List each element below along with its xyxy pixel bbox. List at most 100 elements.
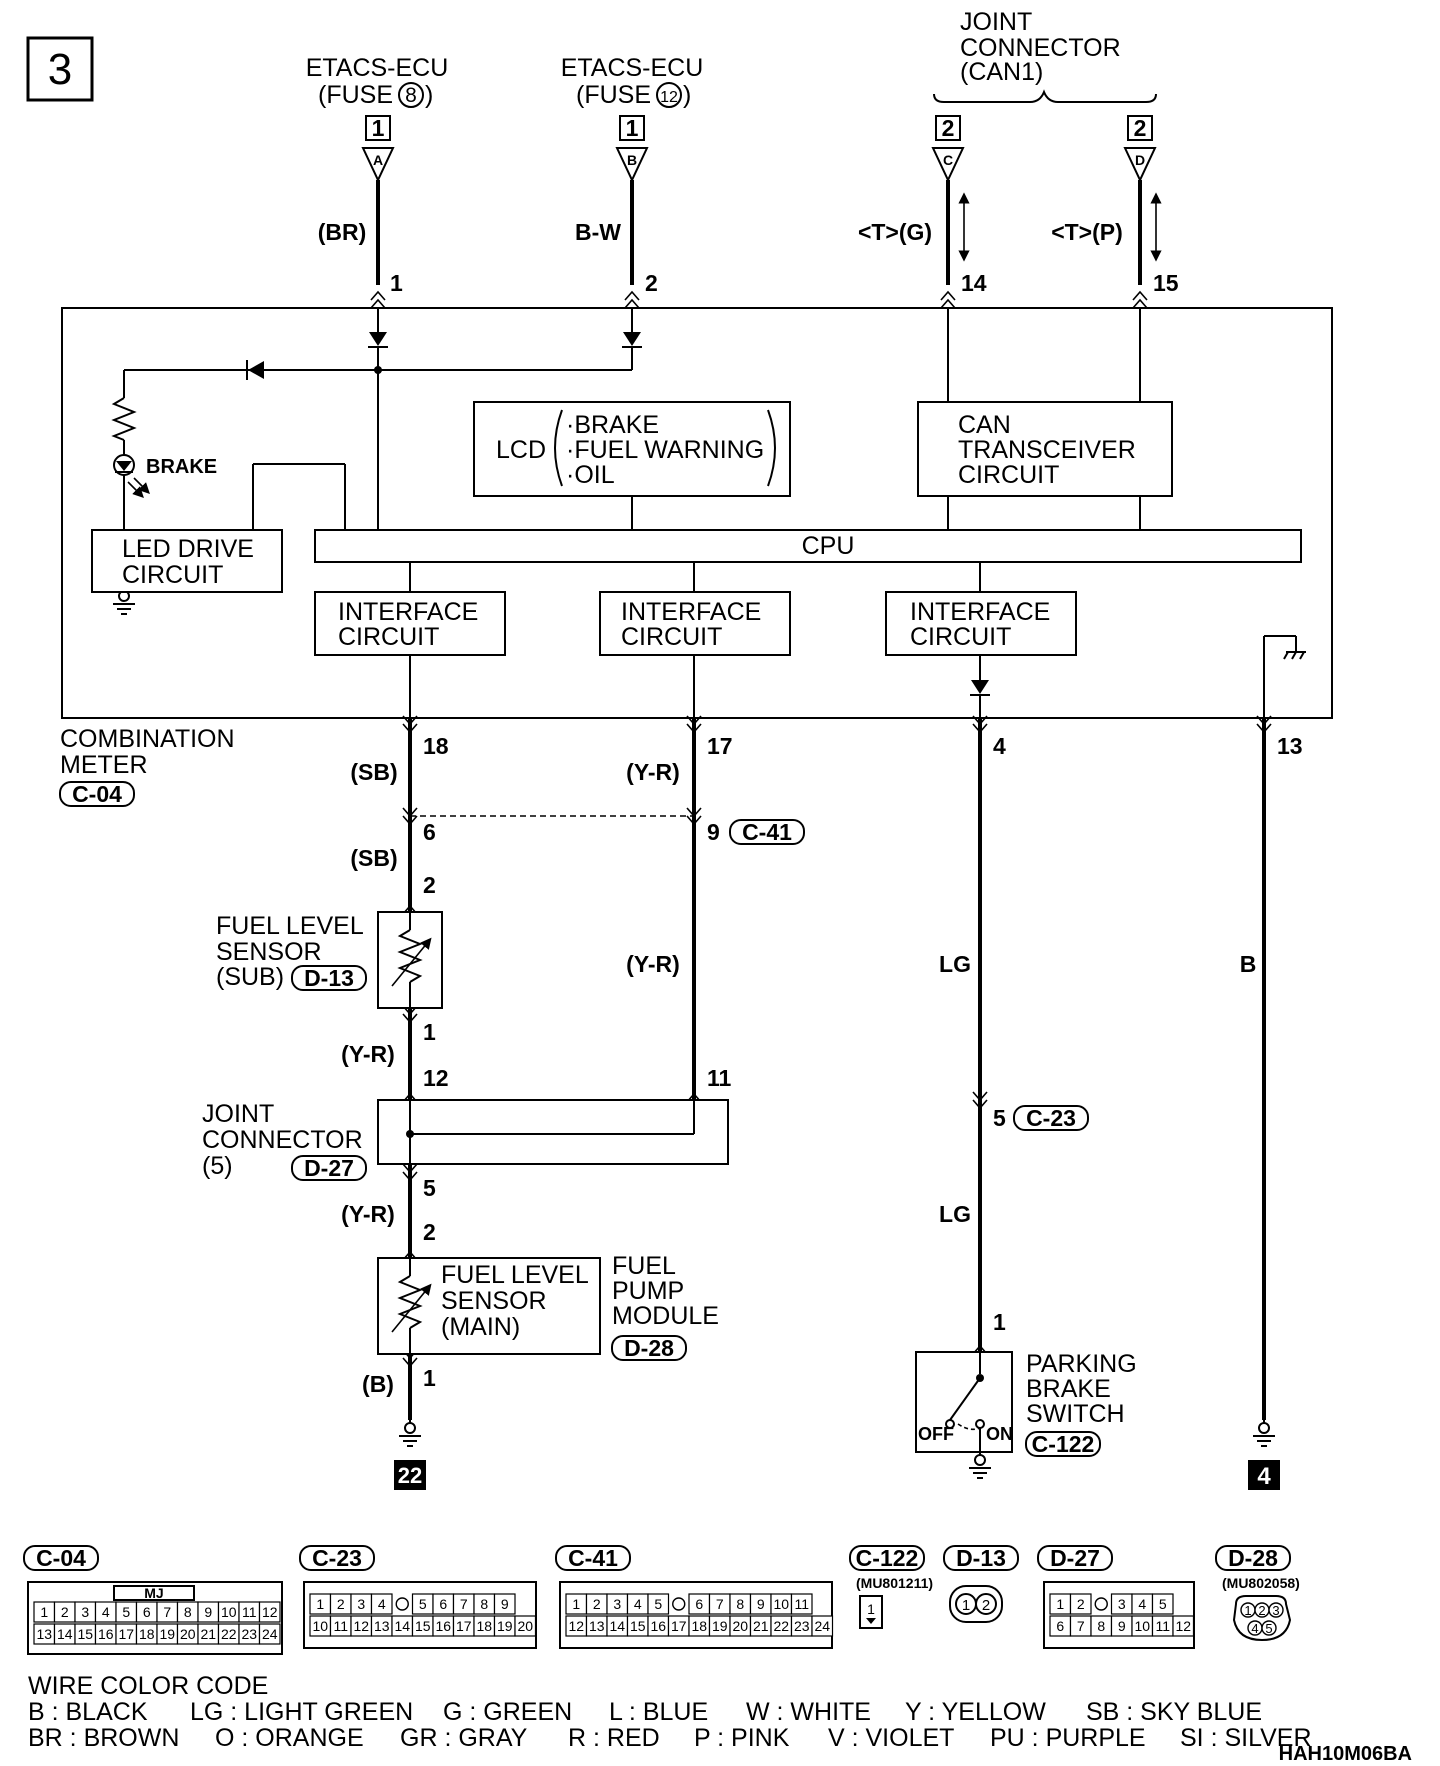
pb-line2: BRAKE	[1026, 1375, 1111, 1403]
d27-pin-label: 12	[1175, 1618, 1191, 1634]
d28-pin-label: 1	[1244, 1603, 1251, 1618]
c23-pin-label: 8	[480, 1596, 488, 1612]
legend-entry: SB : SKY BLUE	[1086, 1698, 1262, 1726]
dest-fuse8: ETACS-ECU (FUSE 8 ) 1 A	[306, 54, 448, 183]
d28-pin-label: 2	[1258, 1603, 1265, 1618]
c04-pin-label: 18	[139, 1626, 155, 1642]
page-number: 3	[48, 45, 72, 94]
wire-color-b: B	[1240, 951, 1257, 977]
c41-pin-label: 21	[753, 1618, 769, 1634]
legend-entry: B : BLACK	[28, 1698, 148, 1726]
if-line2: CIRCUIT	[621, 623, 722, 651]
wire-color-b-paren: (B)	[362, 1371, 394, 1397]
wire-color-tg: <T>(G)	[858, 219, 932, 245]
d27-pin-label: 10	[1134, 1618, 1150, 1634]
top-wires	[370, 180, 1162, 309]
c41-pin-cell	[790, 1593, 813, 1615]
fuse-prefix: (FUSE	[318, 81, 393, 109]
cpu-box: CPU	[314, 529, 1302, 563]
c41-pin-label: 20	[732, 1618, 748, 1634]
wire-color-lg: LG	[939, 951, 971, 977]
page-ref-box	[365, 115, 391, 141]
wire-color-yr: (Y-R)	[626, 951, 680, 977]
pin-14: 14	[961, 270, 987, 296]
lcd-box: LCD ·BRAKE ·FUEL WARNING ·OIL	[473, 401, 791, 497]
fuse-number: 8	[405, 84, 417, 107]
legend-entry: O : ORANGE	[215, 1724, 364, 1752]
c23-title: C-23	[312, 1545, 362, 1571]
c04-pin-label: 9	[204, 1604, 212, 1620]
wire-color-sb: (SB)	[350, 759, 397, 785]
page-number-box: 3	[26, 36, 94, 102]
fuse-suffix: )	[683, 81, 691, 109]
page-ref: 1	[626, 115, 639, 141]
c23-pin-label: 1	[316, 1596, 324, 1612]
if-line2: CIRCUIT	[338, 623, 439, 651]
d27-pin-label: 11	[1155, 1618, 1170, 1634]
led-drive-circuit: LED DRIVE CIRCUIT	[91, 529, 283, 593]
pin-18: 18	[423, 733, 449, 759]
c41-pin-label: 13	[589, 1618, 605, 1634]
can-line1: JOINT	[960, 8, 1032, 36]
wire-color-sb: (SB)	[350, 845, 397, 871]
c04-pin-label: 20	[180, 1626, 196, 1642]
c04-pin-label: 4	[102, 1604, 110, 1620]
ground-ref-4-number: 4	[1257, 1463, 1271, 1490]
can-line1: CAN	[958, 411, 1011, 439]
parking-brake-switch: OFF ON PARKING BRAKE SWITCH C-122	[915, 1350, 1137, 1479]
fuse-prefix: (FUSE	[576, 81, 651, 109]
c122-pin: 1	[867, 1601, 875, 1617]
c04-pin-label: 13	[36, 1626, 52, 1642]
c23-pin-cell	[514, 1615, 537, 1637]
d13-code: D-13	[304, 965, 354, 991]
pin-2: 2	[423, 1219, 436, 1245]
legend-entry: SI : SILVER	[1180, 1724, 1312, 1752]
d27-pin-cell	[1069, 1593, 1092, 1615]
sub-line1: FUEL LEVEL	[216, 912, 364, 940]
can-line3: CIRCUIT	[958, 461, 1059, 489]
d27-pin-cell	[1151, 1593, 1174, 1615]
c41-face	[559, 1581, 833, 1649]
c04-pin-label: 12	[262, 1604, 278, 1620]
d13-title: D-13	[956, 1545, 1006, 1571]
pin-1: 1	[423, 1019, 436, 1045]
d27-pin-label: 7	[1077, 1618, 1085, 1634]
c04-tag: MJ	[144, 1585, 163, 1601]
fpm-line3: MODULE	[612, 1302, 719, 1330]
d27-pin-label: 9	[1118, 1618, 1126, 1634]
wire-color-br: (BR)	[318, 219, 367, 245]
c04-pin-label: 5	[122, 1604, 130, 1620]
legend-entry: BR : BROWN	[28, 1724, 179, 1752]
legend-entry: GR : GRAY	[400, 1724, 528, 1752]
pin-12: 12	[423, 1065, 449, 1091]
legend-entry: R : RED	[568, 1724, 660, 1752]
d28-pin-label: 3	[1272, 1603, 1279, 1618]
c41-pin-label: 9	[757, 1596, 765, 1612]
pin-1: 1	[993, 1309, 1006, 1335]
wire-color-yr: (Y-R)	[626, 759, 680, 785]
page-ref-box	[619, 115, 645, 141]
c04-pin-label: 11	[242, 1604, 257, 1620]
c04-pin-label: 10	[221, 1604, 237, 1620]
d27-pin-label: 8	[1097, 1618, 1105, 1634]
fuse-number: 12	[660, 89, 678, 106]
c41-pin-label: 11	[794, 1596, 809, 1612]
d27-pin-label: 1	[1056, 1596, 1064, 1612]
legend-entry: P : PINK	[694, 1724, 790, 1752]
d28-pin-label: 4	[1251, 1621, 1258, 1636]
c23-pin-label: 17	[456, 1618, 472, 1634]
ground-ref-22-number: 22	[398, 1463, 422, 1488]
pin-4: 4	[993, 733, 1006, 759]
legend-entry: G : GREEN	[443, 1698, 572, 1726]
c23-face	[303, 1581, 537, 1649]
conn-letter: B	[627, 152, 637, 168]
pin-5: 5	[993, 1105, 1006, 1131]
can-d-letter: D	[1135, 152, 1145, 168]
main-line1: FUEL LEVEL	[441, 1261, 589, 1289]
c23-pin-label: 13	[374, 1618, 390, 1634]
d27-pin-label: 5	[1159, 1596, 1167, 1612]
can-d-ref: 2	[1134, 115, 1147, 141]
pin-2: 2	[645, 270, 658, 296]
pin-6: 6	[423, 819, 436, 845]
